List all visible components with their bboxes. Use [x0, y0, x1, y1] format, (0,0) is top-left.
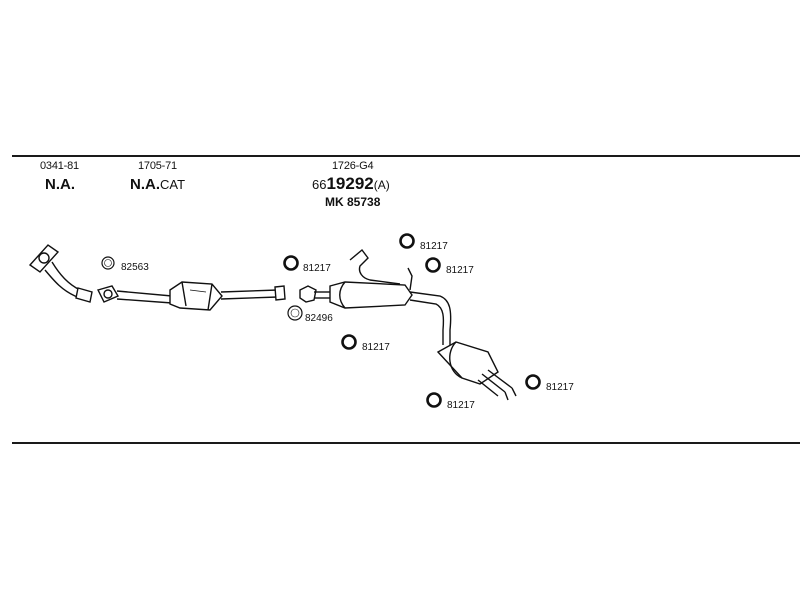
col3-code: 1726-G4: [332, 160, 374, 172]
bottom-divider-line: [12, 442, 800, 444]
part-ring-81217-c: 81217: [399, 233, 448, 252]
part-ring-81217-f: 81217: [426, 392, 475, 411]
top-divider-line: [12, 155, 800, 157]
col3-main: 19292: [326, 174, 374, 193]
part-ring-81217-a: 81217: [283, 255, 331, 274]
front-pipe: [28, 244, 93, 303]
part-ring-82496: 82496: [287, 305, 333, 324]
part-ring-81217-b: 81217: [341, 334, 390, 353]
part-label-81217-d: 81217: [446, 265, 474, 276]
col2-name: N.A.CAT: [130, 176, 185, 193]
part-label-82496: 82496: [305, 313, 333, 324]
part-label-81217-e: 81217: [546, 382, 574, 393]
col2-name-suffix: CAT: [160, 177, 186, 192]
part-label-82563: 82563: [121, 262, 149, 273]
part-ring-81217-e: 81217: [525, 374, 574, 393]
col3-suffix: (A): [373, 178, 390, 192]
middle-silencer: [299, 248, 452, 345]
part-ring-81217-d: 81217: [425, 257, 474, 276]
part-label-81217-a: 81217: [303, 263, 331, 274]
part-label-81217-f: 81217: [447, 400, 475, 411]
catalytic-converter: [96, 281, 286, 311]
col3-prefix: 66: [312, 177, 327, 192]
col2-name-main: N.A.: [130, 176, 160, 193]
col3-part-number: 6619292(A): [312, 174, 390, 194]
part-label-81217-c: 81217: [420, 241, 448, 252]
part-label-81217-b: 81217: [362, 342, 390, 353]
col1-name-main: N.A.: [45, 176, 75, 193]
col1-code: 0341-81: [40, 160, 79, 172]
col3-kit-number: MK 85738: [325, 195, 381, 209]
part-ring-82563: 82563: [101, 256, 149, 273]
rear-silencer: [436, 341, 517, 401]
col1-name: N.A.: [45, 176, 75, 193]
col2-code: 1705-71: [138, 160, 177, 172]
